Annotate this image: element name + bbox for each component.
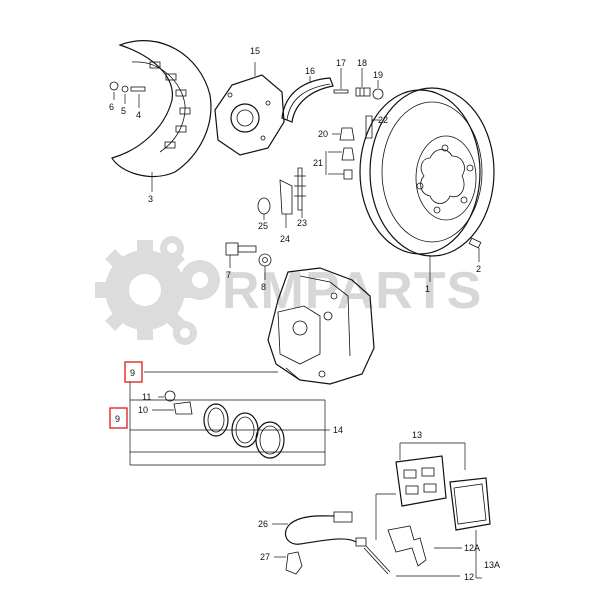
label-22: 22 [378,115,388,125]
label-25: 25 [258,221,268,231]
label-10: 10 [138,405,148,415]
part-dust-shield [111,40,212,192]
label-17: 17 [336,58,346,68]
label-13: 13 [412,430,422,440]
label-3: 3 [148,194,153,204]
part-brake-disc [359,87,495,282]
label-19: 19 [373,70,383,80]
label-2: 2 [476,264,481,274]
part-sensor-cable [272,511,367,547]
label-8: 8 [261,282,266,292]
gear-icon [160,236,220,345]
label-18: 18 [357,58,367,68]
label-27: 27 [260,552,270,562]
part-cable-clip [274,551,303,575]
part-disc-screw [468,237,482,262]
label-16: 16 [305,66,315,76]
label-12: 12 [464,572,474,582]
label-13a: 13A [484,560,500,570]
part-bleed-valve [152,390,193,415]
label-21: 21 [313,158,323,168]
highlight-box-9-lower [109,407,128,429]
part-backing-plate [214,62,285,156]
label-15: 15 [250,46,260,56]
part-caliper [267,267,375,385]
label-6: 6 [109,102,114,112]
label-24: 24 [280,234,290,244]
part-brake-shoe [281,76,334,123]
label-11: 11 [142,392,151,402]
part-caliper-bolt [225,242,272,280]
part-pad-sensor [363,525,462,577]
label-9-lower: 9 [115,414,120,424]
label-12a: 12A [464,543,480,553]
label-5: 5 [121,106,126,116]
part-small-hardware [325,68,384,180]
label-26: 26 [258,519,268,529]
highlight-box-9-upper [124,361,143,383]
part-bolts-left [109,81,146,108]
label-7: 7 [226,270,231,280]
label-23: 23 [297,218,307,228]
part-brake-pads [375,442,491,579]
label-9-upper: 9 [130,368,135,378]
label-4: 4 [136,110,141,120]
part-adjuster [257,167,306,228]
label-20: 20 [318,129,328,139]
label-14: 14 [333,425,343,435]
label-1: 1 [425,284,430,294]
part-piston-kit [130,399,330,465]
